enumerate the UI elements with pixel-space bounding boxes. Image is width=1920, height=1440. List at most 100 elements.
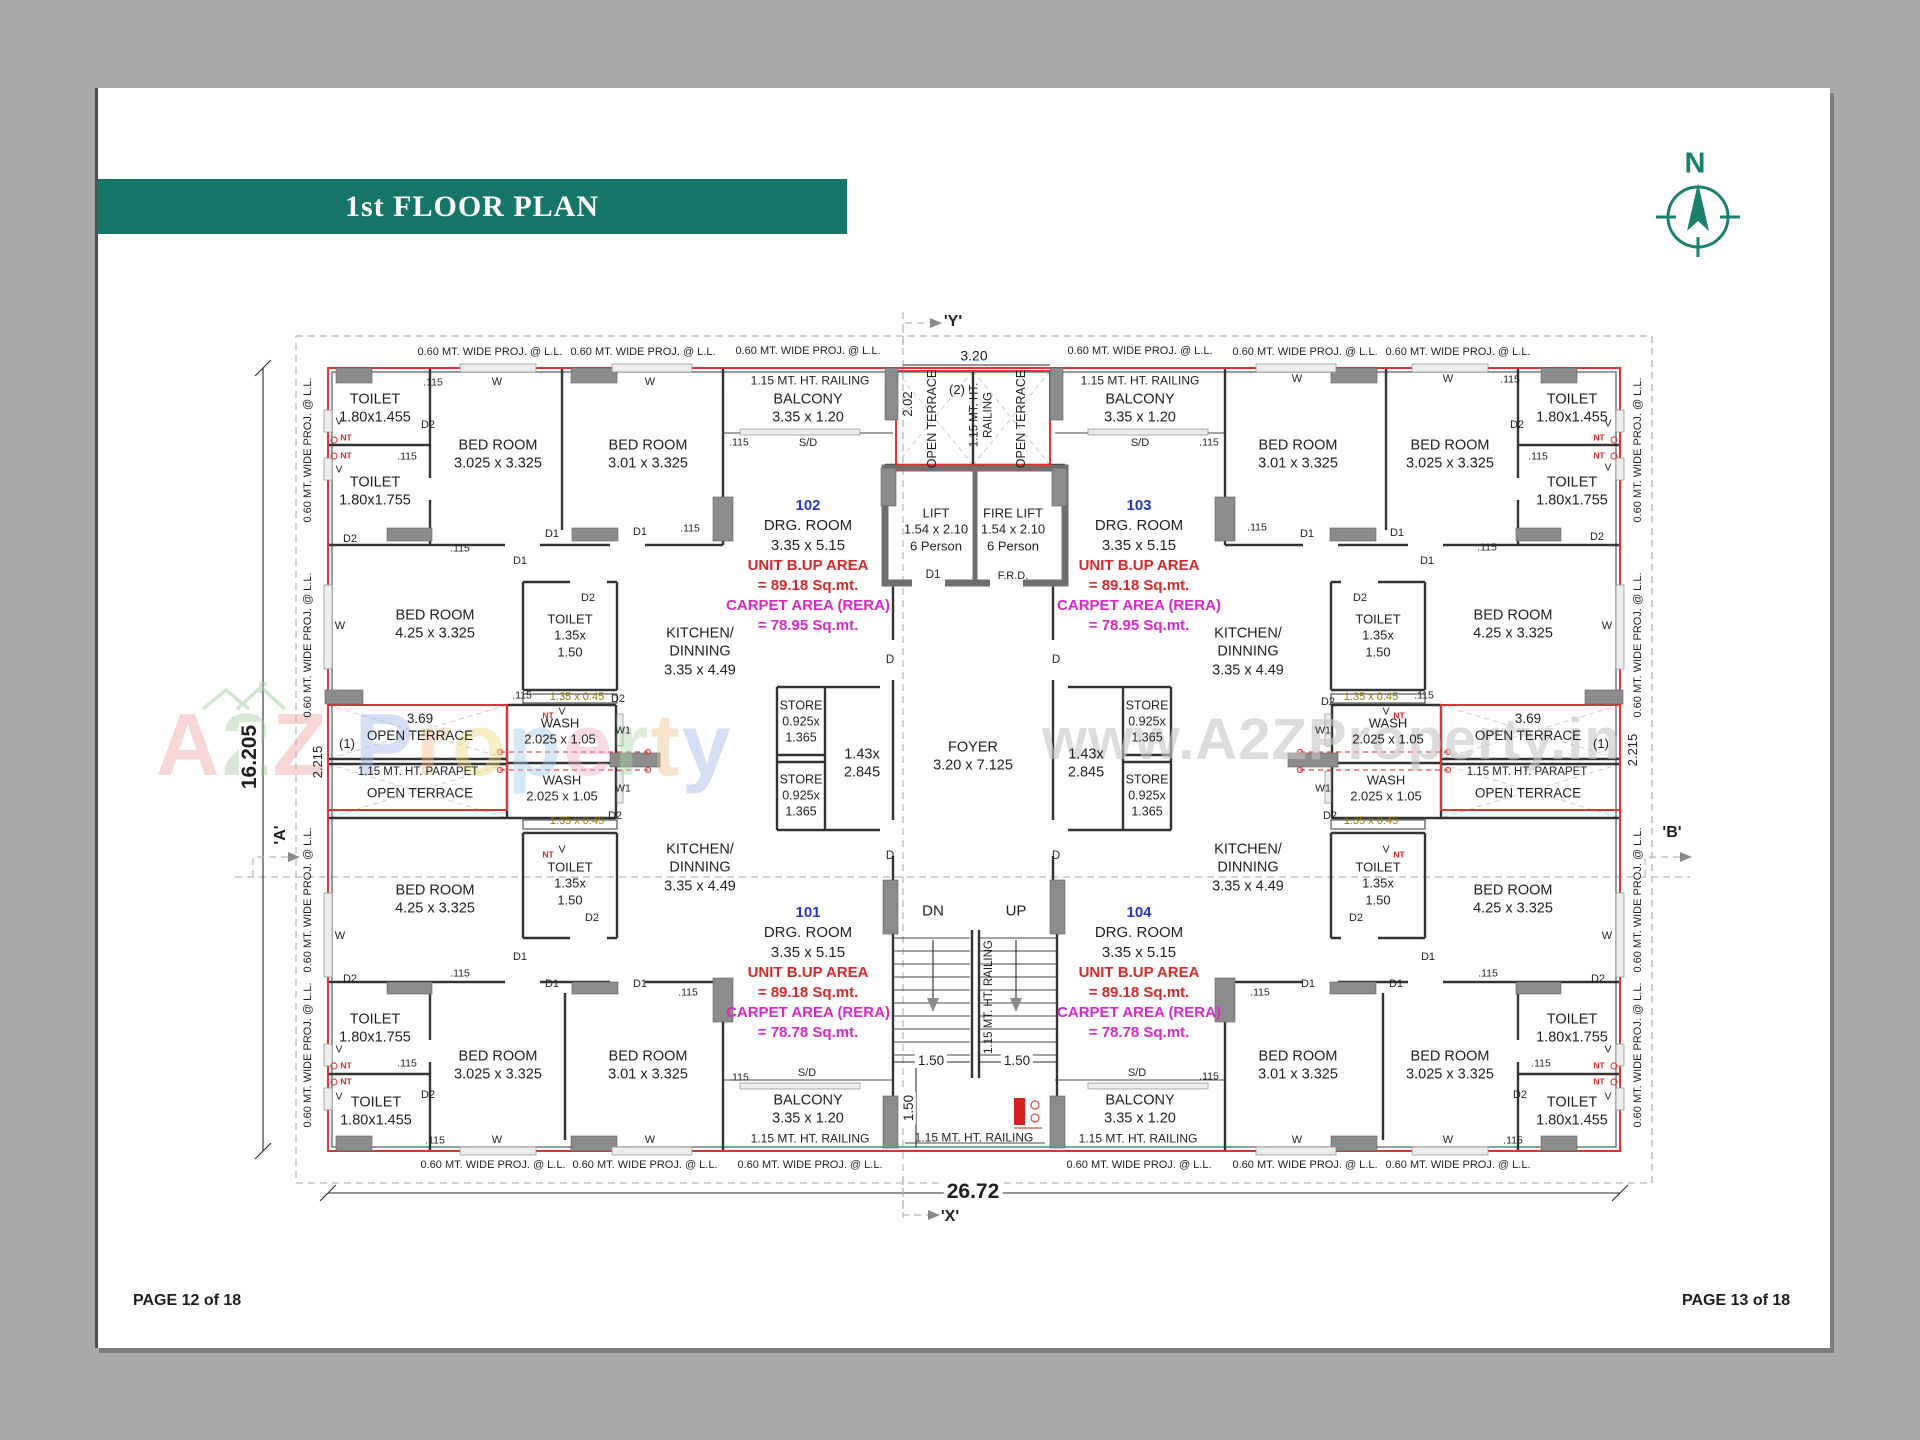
plan-label: (1) xyxy=(1593,735,1609,751)
plan-label: NT xyxy=(340,450,352,461)
plan-label: BED ROOM 4.25 x 3.325 xyxy=(395,607,475,642)
plan-label: W xyxy=(1291,1134,1303,1147)
plan-label: NT xyxy=(1393,849,1405,860)
page-number-right: PAGE 13 of 18 xyxy=(1682,1292,1791,1309)
plan-label: 0.60 MT. WIDE PROJ. @ L.L. xyxy=(1067,345,1213,358)
plan-label: W xyxy=(1291,373,1303,386)
plan-label: STORE 0.925x 1.365 xyxy=(1125,698,1169,744)
plan-label: BALCONY 3.35 x 1.20 xyxy=(772,1092,844,1127)
plan-label: W xyxy=(1442,373,1454,386)
plan-label: 3.69 OPEN TERRACE xyxy=(1474,711,1582,743)
watermark-letter: P xyxy=(354,695,416,794)
plan-label: 1.15 MT. HT. PARAPET xyxy=(357,765,479,778)
plan-label: 1.15 MT. HT. PARAPET xyxy=(1466,765,1588,778)
plan-label: V xyxy=(1382,843,1390,856)
unit-text-line: DRG. ROOM xyxy=(763,924,853,941)
plan-label: 0.60 MT. WIDE PROJ. @ L.L. xyxy=(1232,1159,1378,1172)
plan-label: BED ROOM 4.25 x 3.325 xyxy=(395,882,475,917)
compass-north-label: N xyxy=(1684,147,1706,180)
watermark-letter: y xyxy=(681,695,733,794)
plan-label: D xyxy=(885,653,895,666)
plan-label: 0.60 MT. WIDE PROJ. @ L.L. xyxy=(572,1159,718,1172)
plan-label: 2.215 xyxy=(309,745,325,779)
plan-label: D2 xyxy=(580,592,596,605)
plan-label: 1.50 xyxy=(1000,1053,1034,1069)
plan-label: BED ROOM 4.25 x 3.325 xyxy=(1473,882,1553,917)
plan-label: FOYER 3.20 x 7.125 xyxy=(933,739,1013,774)
page-number-left: PAGE 12 of 18 xyxy=(133,1292,242,1309)
watermark-letter: p xyxy=(507,695,564,794)
plan-label: 1.35 x 0.45 xyxy=(549,815,605,828)
watermark-brand: A2Z Property xyxy=(156,694,733,796)
plan-label: BED ROOM 4.25 x 3.325 xyxy=(1473,607,1553,642)
plan-label: BED ROOM 3.025 x 3.325 xyxy=(1406,1048,1494,1083)
watermark-letter: o xyxy=(451,695,508,794)
unit-text-line: 101 xyxy=(795,904,821,921)
plan-label: D2 xyxy=(1589,531,1605,544)
plan-label: 1.43x 2.845 xyxy=(843,746,881,781)
plan-label: STORE 0.925x 1.365 xyxy=(1125,772,1169,818)
plan-label: S/D xyxy=(1127,1067,1147,1080)
plan-label: TOILET 1.80x1.755 xyxy=(1536,474,1608,509)
plan-label: 1.15 MT. HT. RAILING xyxy=(1078,1131,1198,1146)
plan-label: OPEN TERRACE xyxy=(366,785,474,801)
watermark-url: www.A2ZProperty.in xyxy=(1042,707,1621,772)
plan-label: D2 xyxy=(1348,912,1364,925)
plan-label: BED ROOM 3.025 x 3.325 xyxy=(454,437,542,472)
plan-label: D2 xyxy=(1322,810,1338,823)
plan-label: D2 xyxy=(1509,419,1525,432)
plan-label: D1 xyxy=(512,555,528,568)
unit-text-line: = 89.18 Sq.mt. xyxy=(757,577,859,594)
unit-text-line: = 78.95 Sq.mt. xyxy=(757,617,859,634)
plan-label: BED ROOM 3.025 x 3.325 xyxy=(454,1048,542,1083)
plan-label: 0.60 MT. WIDE PROJ. @ L.L. xyxy=(417,346,563,359)
plan-label: TOILET 1.80x1.455 xyxy=(339,391,411,426)
unit-text-line: DRG. ROOM xyxy=(763,517,853,534)
watermark-letter: t xyxy=(650,695,682,794)
unit-text-line: 3.35 x 5.15 xyxy=(1101,944,1177,961)
plan-label: W xyxy=(491,1134,503,1147)
plan-label: KITCHEN/ DINNING 3.35 x 4.49 xyxy=(664,625,736,679)
plan-label: 1.15 MT. HT. RAILING xyxy=(750,373,870,388)
plan-label: D1 xyxy=(1419,555,1435,568)
unit-text-line: 103 xyxy=(1126,497,1152,514)
plan-label: V xyxy=(1604,1090,1612,1103)
plan-label: 0.60 MT. WIDE PROJ. @ L.L. xyxy=(1385,1159,1531,1172)
plan-label: FIRE LIFT 1.54 x 2.10 6 Person xyxy=(980,505,1046,554)
plan-label: .115 xyxy=(512,689,532,702)
plan-label: W xyxy=(1442,1134,1454,1147)
plan-label: KITCHEN/ DINNING 3.35 x 4.49 xyxy=(1212,841,1284,895)
plan-label: TOILET 1.80x1.455 xyxy=(1536,1094,1608,1129)
plan-label: 0.60 MT. WIDE PROJ. @ L.L. xyxy=(420,1159,566,1172)
plan-label: 1.35 x 0.45 xyxy=(549,691,605,704)
plan-label: 1.15 MT. HT. RAILING xyxy=(968,382,995,448)
plan-label: WASH 2.025 x 1.05 xyxy=(524,715,596,747)
plan-label: TOILET 1.80x1.755 xyxy=(339,474,411,509)
plan-label: 0.60 MT. WIDE PROJ. @ L.L. xyxy=(737,1159,883,1172)
plan-label: .115 xyxy=(1199,436,1219,449)
title-banner: 1st FLOOR PLAN xyxy=(97,179,847,234)
plan-label: 3.20 xyxy=(957,348,991,364)
plan-label: BALCONY 3.35 x 1.20 xyxy=(1104,1092,1176,1127)
plan-label: D xyxy=(885,849,895,862)
plan-label: S/D xyxy=(797,1067,817,1080)
plan-label: W xyxy=(644,1134,656,1147)
plan-label: 'B' xyxy=(1662,823,1682,841)
unit-text-line: UNIT B.UP AREA xyxy=(1078,964,1200,981)
plan-label: 2.02 xyxy=(899,391,915,417)
unit-text-line: 3.35 x 5.15 xyxy=(1101,537,1177,554)
plan-label: 0.60 MT. WIDE PROJ. @ L.L. xyxy=(1232,346,1378,359)
plan-label: NT xyxy=(1593,1076,1605,1087)
plan-label: S/D xyxy=(798,437,818,450)
plan-label: BED ROOM 3.01 x 3.325 xyxy=(1258,1048,1338,1083)
plan-label: D2 xyxy=(584,912,600,925)
plan-label: TOILET 1.35x 1.50 xyxy=(1355,859,1401,908)
unit-text-line: UNIT B.UP AREA xyxy=(747,964,869,981)
plan-label: 0.60 MT. WIDE PROJ. @ L.L. xyxy=(735,345,881,358)
plan-label: OPEN TERRACE xyxy=(1474,785,1582,801)
plan-label: 'Y' xyxy=(943,312,963,330)
plan-label: V xyxy=(335,1043,343,1056)
plan-label: .115 xyxy=(729,1071,749,1084)
plan-label: V xyxy=(335,1090,343,1103)
unit-text-line: = 78.78 Sq.mt. xyxy=(1088,1024,1190,1041)
